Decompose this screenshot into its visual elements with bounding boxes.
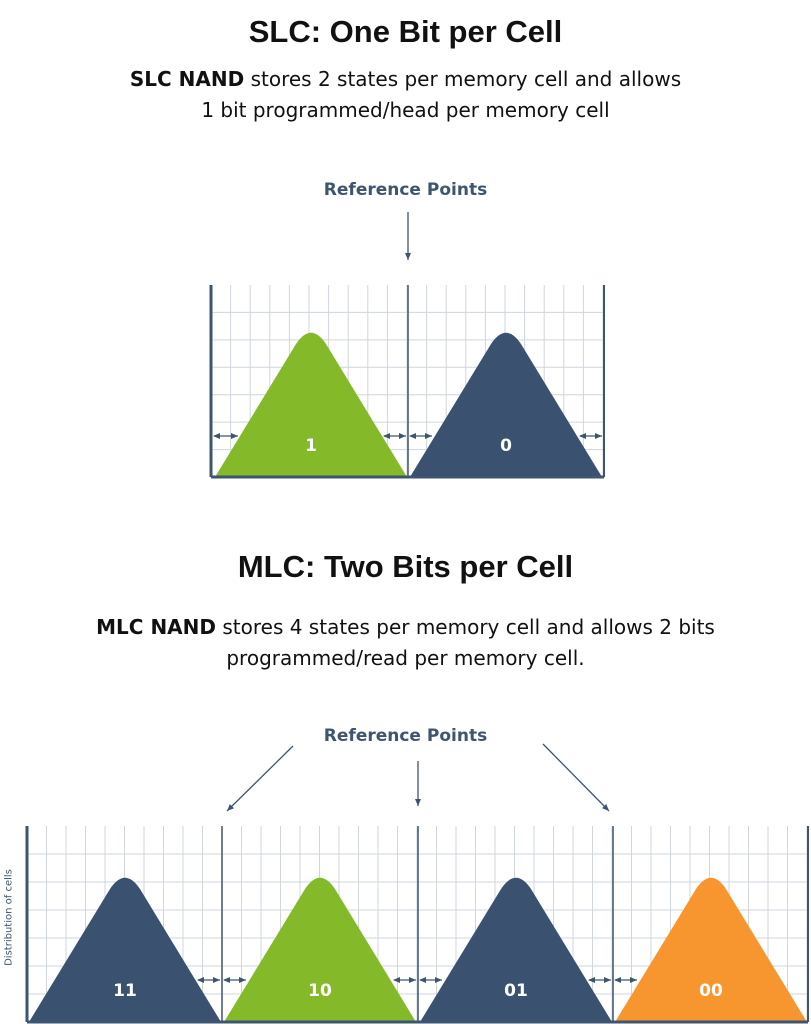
mlc-desc-line2: programmed/read per memory cell. bbox=[226, 646, 585, 670]
mlc-desc-bold: MLC NAND bbox=[96, 615, 216, 639]
mlc-state-10-label: 10 bbox=[308, 981, 332, 1001]
mlc-state-00-label: 00 bbox=[699, 981, 723, 1001]
mlc-state-01-label: 01 bbox=[504, 981, 528, 1001]
mlc-description: MLC NAND stores 4 states per memory cell… bbox=[0, 612, 811, 674]
mlc-distributions: 11 10 01 00 bbox=[29, 877, 807, 1022]
mlc-state-11 bbox=[29, 877, 221, 1022]
mlc-axes bbox=[25, 826, 809, 1024]
mlc-reference-arrow-right bbox=[542, 743, 610, 812]
slc-state-0 bbox=[410, 332, 602, 477]
mlc-title: MLC: Two Bits per Cell bbox=[237, 549, 574, 584]
slc-desc-line1: stores 2 states per memory cell and allo… bbox=[244, 67, 682, 91]
mlc-desc-line1: stores 4 states per memory cell and allo… bbox=[216, 615, 715, 639]
slc-title: SLC: One Bit per Cell bbox=[248, 14, 563, 49]
mlc-state-00 bbox=[615, 877, 807, 1022]
slc-description: SLC NAND stores 2 states per memory cell… bbox=[0, 64, 811, 126]
slc-desc-bold: SLC NAND bbox=[129, 67, 245, 91]
slc-state-1-label: 1 bbox=[305, 436, 317, 456]
mlc-reference-label: Reference Points bbox=[323, 726, 488, 746]
reference-arrows bbox=[226, 212, 610, 812]
mlc-reference-arrow-left bbox=[226, 745, 294, 812]
slc-state-1 bbox=[215, 332, 407, 477]
mlc-state-01 bbox=[420, 877, 612, 1022]
mlc-state-11-label: 11 bbox=[113, 981, 137, 1001]
mlc-state-10 bbox=[224, 877, 416, 1022]
slc-reference-label: Reference Points bbox=[323, 180, 488, 200]
slc-axes bbox=[209, 285, 605, 479]
slc-desc-line2: 1 bit programmed/head per memory cell bbox=[201, 98, 610, 122]
slc-state-0-label: 0 bbox=[500, 436, 512, 456]
